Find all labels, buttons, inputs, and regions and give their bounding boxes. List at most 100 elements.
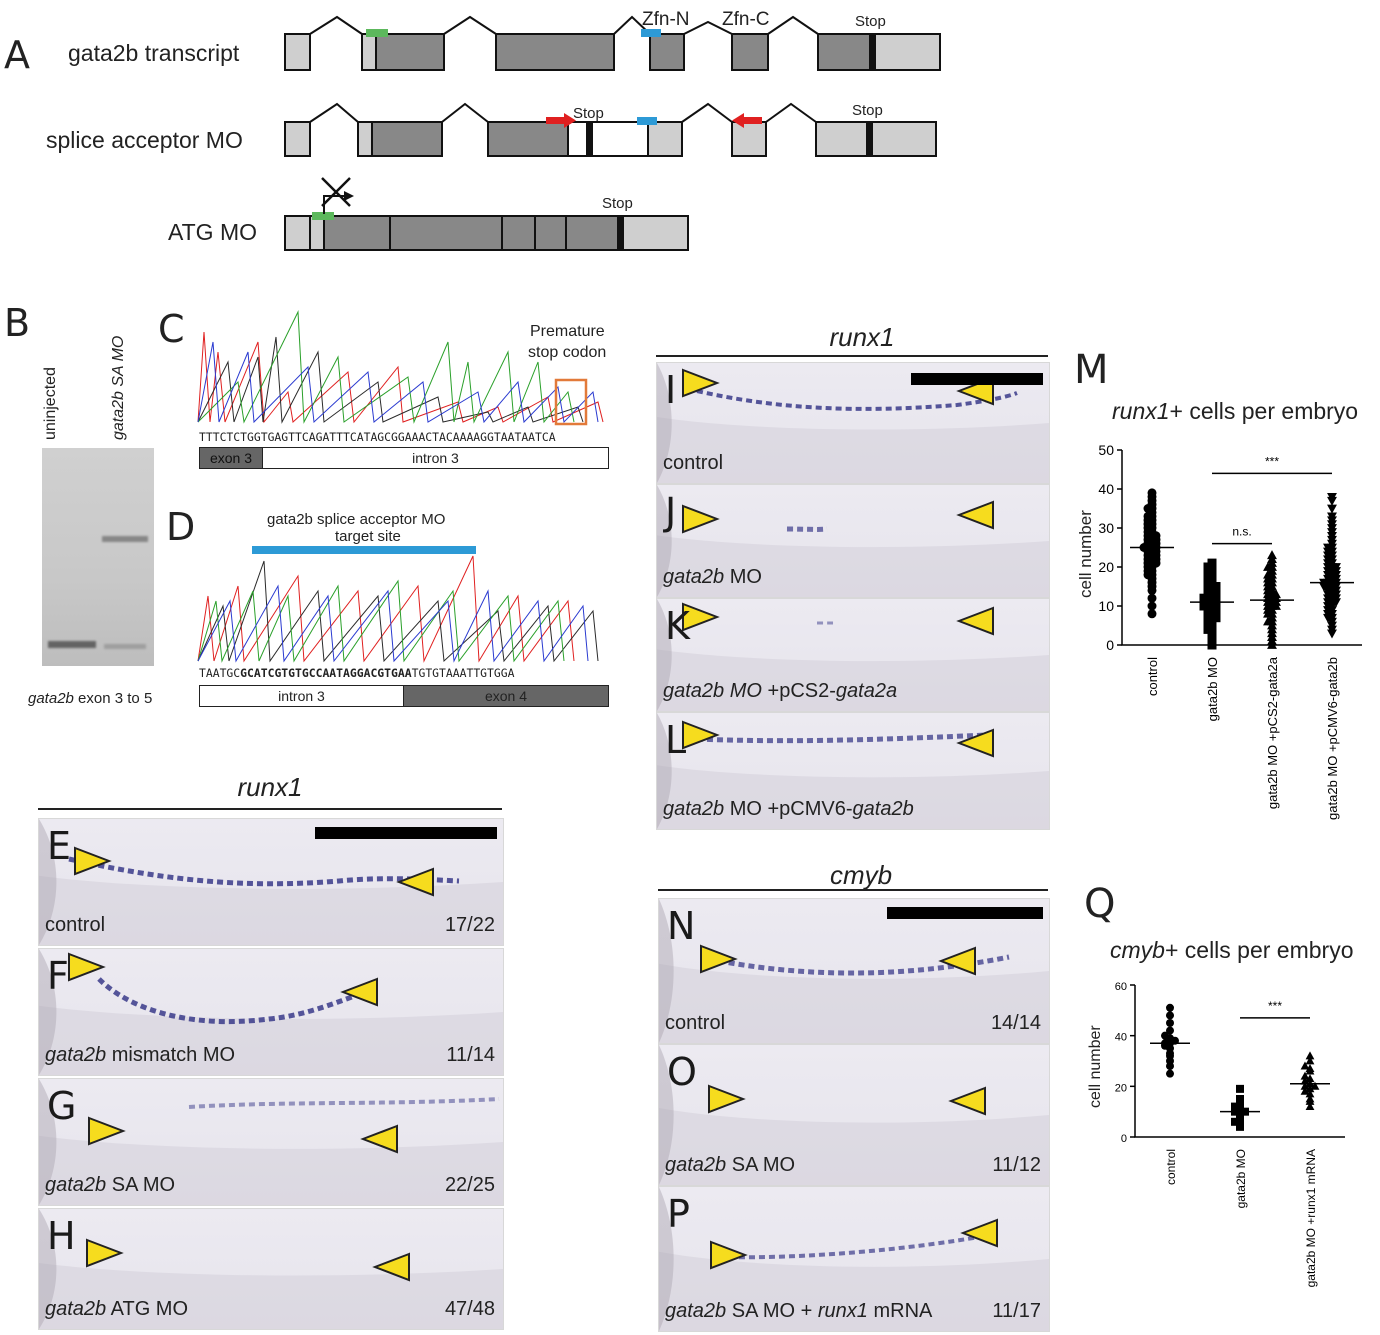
panel-j-letter: J [665,490,677,534]
chart-q-point-2-11 [1300,1071,1310,1080]
chart-m-title-gene: runx1 [1112,398,1170,424]
panel-h-fraction: 47/48 [444,1298,495,1320]
chart-q-point-2-14 [1300,1061,1310,1070]
chart-q-point-2-13 [1305,1064,1315,1072]
chart-m-ytick-label-4: 40 [1098,481,1114,497]
panel-g-yolk [39,1079,57,1205]
panel-k-yolk [657,599,672,711]
atg-row [284,177,689,251]
chart-q-point-0-15 [1166,1003,1174,1012]
panel-n-arrow-left [700,944,738,974]
panel-p-fraction: 11/17 [992,1300,1041,1322]
panel-n-scale-bar [887,907,1043,919]
row3-label: ATG MO [168,219,258,245]
panel-h-caption-cap_rest: ATG MO [106,1298,189,1320]
chart-q-ytick-label-0: 0 [1121,1133,1127,1145]
lane-label-sa-mo-text: gata2b SA MO [110,335,127,440]
chart-m-point-1-50 [1207,558,1217,568]
panel-f-yolk [39,949,57,1075]
panel-p-caption-cap2: SA MO + [726,1300,818,1322]
chart-m-title: runx1+ cells per embryo [1112,398,1358,425]
panel-h-arrow-left [86,1238,124,1268]
gel-band-uninjected [48,641,96,648]
stop-label-4: Stop [602,195,633,212]
panel-n-image [659,899,1049,1043]
panel-o-fraction: 11/12 [992,1154,1041,1176]
panel-o-arrow-right [948,1086,986,1116]
panel-k-caption: gata2b MO +pCS2-gata2a [663,680,897,703]
exon-box-c: exon 3 [199,447,263,469]
chart-q-sig-label-0: *** [1268,999,1282,1013]
panel-i-yolk [657,363,672,483]
chart-m-title-rest: + cells per embryo [1169,398,1359,424]
panel-k-tissue [657,649,1049,711]
panel-i-letter: I [665,368,677,412]
chart-q-point-0-11 [1161,1031,1169,1040]
panel-p-stain [718,1235,980,1260]
panel-f-letter: F [47,954,69,998]
panel-g-image [39,1079,503,1205]
gel-band-sa-low [104,644,146,649]
panel-h-arrow-right [372,1252,410,1282]
exon-box-d: exon 4 [403,685,609,707]
panel-g-caption-cap_rest: SA MO [106,1174,176,1196]
panel-l-arrow-left [682,720,720,750]
chart-q-point-2-7 [1310,1081,1320,1090]
panel-h-tissue [39,1263,503,1329]
chart-m-point-2-40 [1267,550,1277,560]
panel-n-letter: N [667,904,696,948]
panel-j-arrow-left [682,504,720,534]
panel-f-caption-cap_gene: gata2b [45,1044,107,1066]
chart-q-point-1-11 [1236,1084,1244,1093]
chromatogram-c [197,310,604,426]
panel-k-caption-cap2: +pCS2- [761,680,836,702]
panel-e-letter: E [47,824,72,868]
panel-f-fraction: 11/14 [446,1044,495,1066]
panel-f-tissue [39,1005,503,1075]
panel-f-caption: gata2b mismatch MO [45,1044,235,1067]
chart-m-point-0-54 [1147,488,1157,498]
intron-box-c: intron 3 [262,447,609,469]
panel-f-arrow-right [340,977,378,1007]
exon-label-d: exon 4 [484,688,528,704]
chart-q-point-1-2 [1231,1117,1239,1126]
transcript-row [284,15,941,71]
chart-q-point-2-15 [1305,1056,1315,1065]
panel-j-yolk [657,485,672,597]
panel-l-yolk [657,713,672,829]
chart-m-ytick-label-5: 50 [1098,442,1114,458]
gene-diagram: Zfn-N Zfn-C Stop Stop Stop [284,9,941,251]
chart-q-point-2-5 [1305,1084,1315,1093]
panel-k-caption-cap1: gata2b MO [663,680,762,702]
panel-j-arrow-right [956,500,994,530]
panel-letter-q: Q [1084,881,1116,927]
panel-g-caption-cap_gene: gata2b [45,1174,107,1196]
target-note-2: target site [335,528,401,545]
chart-q-ytick-label-2: 40 [1115,1032,1127,1044]
panel-p-arrow-right [960,1218,998,1248]
gel-image [42,448,154,666]
chart-m-point-0-1 [1147,601,1157,611]
chart-m-point-3-62 [1327,504,1337,514]
chart-q-point-0-12 [1166,1026,1174,1035]
chart-q-point-1-4 [1236,1110,1244,1119]
panel-l-stain [696,732,988,744]
panel-o-image [659,1045,1049,1185]
chart-q-point-2-9 [1300,1076,1310,1085]
panel-o-letter: O [667,1050,697,1094]
panel-l-letter: L [665,718,687,762]
panel-i-caption: control [663,452,723,475]
panel-h-yolk [39,1209,57,1329]
chart-q-point-2-10 [1305,1074,1315,1083]
lane-label-uninjected: uninjected [42,367,59,440]
chart-q-title-rest: + cells per embryo [1164,937,1354,963]
gel-band-sa [102,536,148,542]
panel-i-caption-cap1: control [663,452,724,474]
chart-q-point-1-10 [1236,1095,1244,1103]
